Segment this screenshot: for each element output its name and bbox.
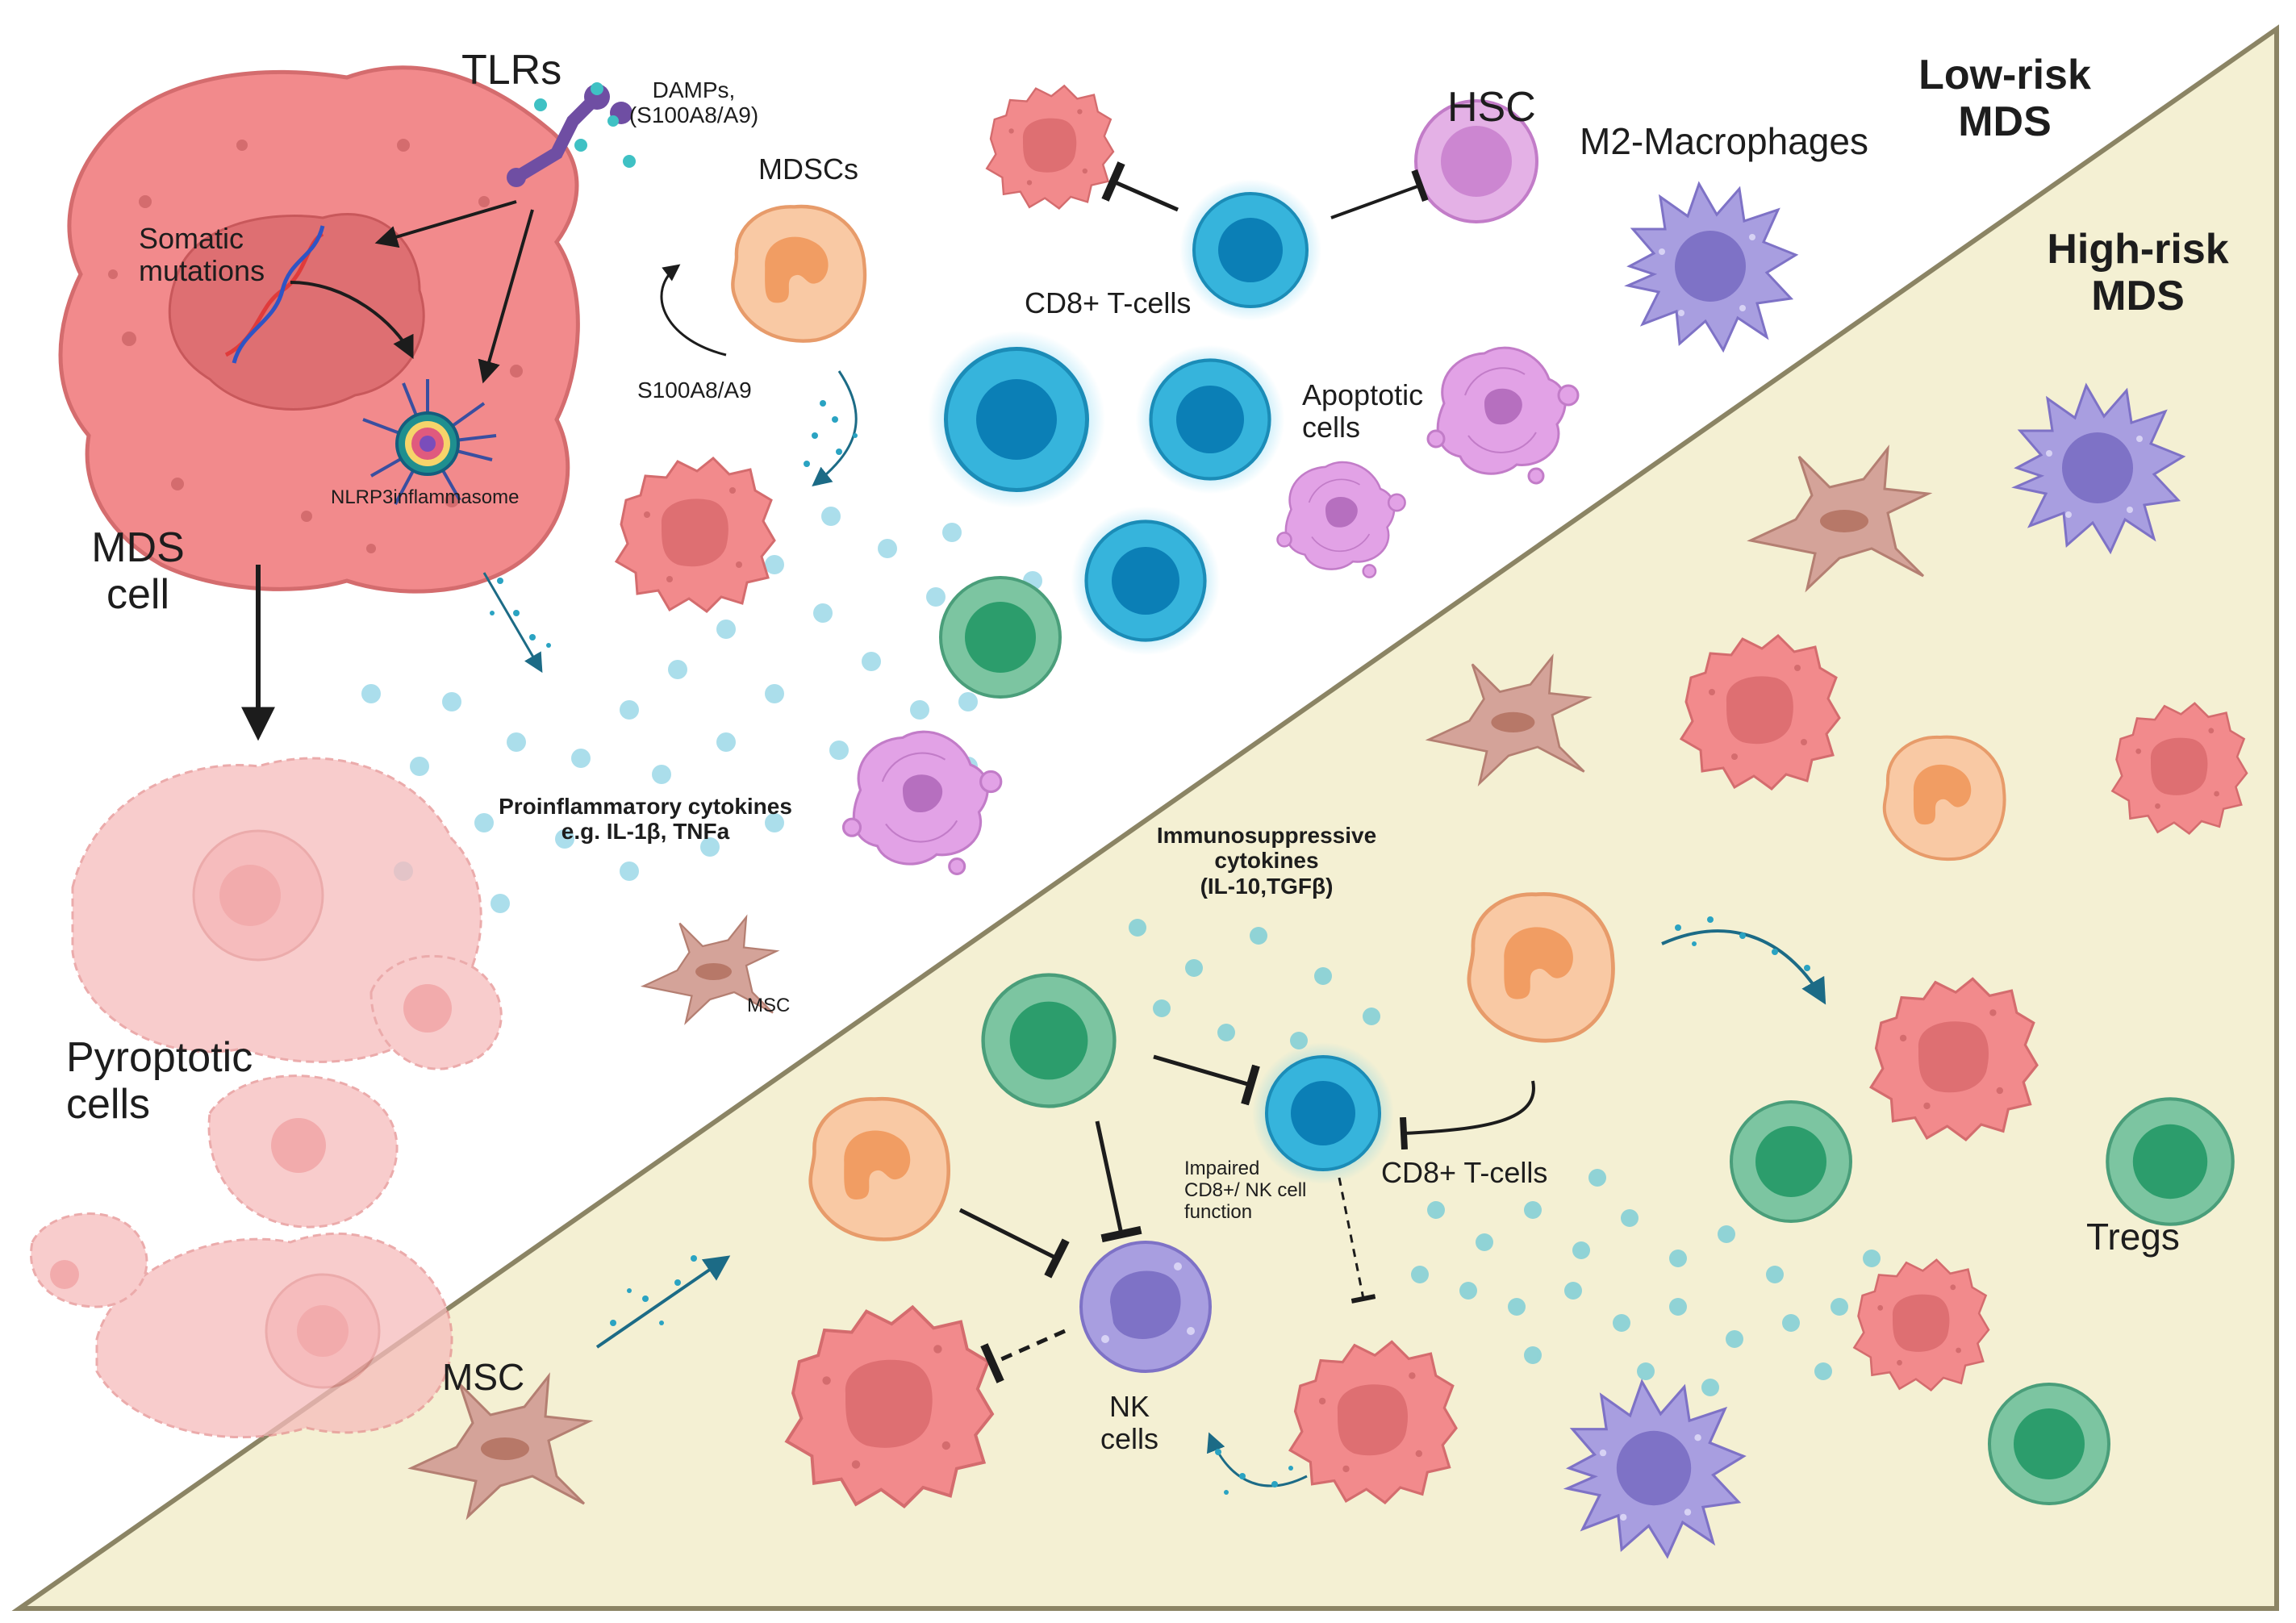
pyroptotic-cell-icon	[30, 757, 503, 1439]
treg-cell-icon	[1730, 1100, 1852, 1223]
inhibition-arrow-icon	[1101, 161, 1179, 212]
nlrp3-label: NLRP3inflammasome	[331, 486, 520, 508]
proinflammatory-cytokines-label: Proinflammатory cytokines e.g. IL-1β, TN…	[499, 794, 792, 845]
treg-cell-icon	[939, 576, 1062, 699]
somatic-mutations-label: Somatic mutations	[139, 222, 265, 288]
low-risk-mds-label: Low-risk MDS	[1918, 52, 2091, 146]
immunosuppressive-cytokines-label: Immunosuppressive cytokines (IL-10,TGFβ)	[1156, 823, 1377, 899]
treg-cell-icon	[1988, 1383, 2110, 1505]
mdscs-label: MDSCs	[758, 152, 858, 186]
tlr-receptor-icon	[507, 84, 632, 187]
cd8-t-cells-bottom-label: CD8+ T-cells	[1381, 1156, 1548, 1189]
apoptotic-cell-icon	[1276, 461, 1406, 578]
nk-cell-icon	[1079, 1241, 1212, 1373]
tlrs-label: TLRs	[461, 47, 562, 94]
treg-cell-icon	[2107, 1099, 2232, 1224]
cd8-t-cell-icon	[928, 331, 1105, 508]
immunosuppressive-cytokine-dots	[1129, 919, 1881, 1396]
mds-cell-small-icon	[985, 85, 1115, 210]
mdsc-cell-icon	[733, 207, 865, 341]
cd8-t-cells-top-label: CD8+ T-cells	[1025, 286, 1192, 319]
autocrine-loop-arrow	[660, 264, 727, 357]
damps-dots	[534, 82, 636, 168]
cd8-t-cell-icon	[1136, 345, 1285, 494]
dna-helix-icon	[224, 225, 325, 364]
s100-label: S100A8/A9	[637, 378, 752, 403]
inhibition-arrow-icon	[1330, 169, 1429, 219]
mdsc-cell-icon	[811, 1099, 949, 1239]
pyroptotic-cells-label: Pyroptotic cells	[66, 1034, 253, 1129]
msc-small-label: MSC	[747, 995, 791, 1016]
cd8-t-cell-icon	[1178, 177, 1323, 323]
apoptotic-cell-icon	[841, 730, 1003, 876]
damps-label: DAMPs, (S100A8/A9)	[628, 77, 759, 128]
high-risk-region	[11, 24, 2279, 1611]
apoptotic-cells-label: Apoptotic cells	[1302, 378, 1424, 444]
mds-cell-label: MDS cell	[91, 524, 185, 619]
impaired-function-label: Impaired CD8+/ NK cell function	[1184, 1158, 1307, 1223]
tregs-label: Tregs	[2086, 1216, 2180, 1258]
mdsc-cell-icon	[1882, 735, 2006, 862]
signaling-arrows	[290, 200, 534, 384]
high-risk-mds-label: High-risk MDS	[2047, 226, 2229, 320]
nk-cells-label: NK cells	[1100, 1390, 1159, 1456]
hsc-label: HSC	[1447, 84, 1536, 131]
m2-macrophages-label: M2-Macrophages	[1580, 120, 1868, 162]
diffusion-dots	[490, 400, 1810, 1495]
mds-cell-icon	[58, 65, 580, 594]
msc-large-label: MSC	[442, 1356, 525, 1398]
treg-cell-icon	[983, 975, 1115, 1107]
mdsc-cell-icon	[1469, 894, 1613, 1041]
m2-macrophage-icon	[1626, 182, 1797, 352]
hsc-cell-icon	[1414, 99, 1538, 223]
apoptotic-cell-icon	[1426, 346, 1580, 485]
suppression-arrows	[958, 1054, 1535, 1383]
nlrp3-inflammasome-icon	[362, 379, 497, 505]
cd8-t-cell-icon	[1071, 507, 1221, 656]
mds-cell-small-icon	[615, 457, 776, 613]
